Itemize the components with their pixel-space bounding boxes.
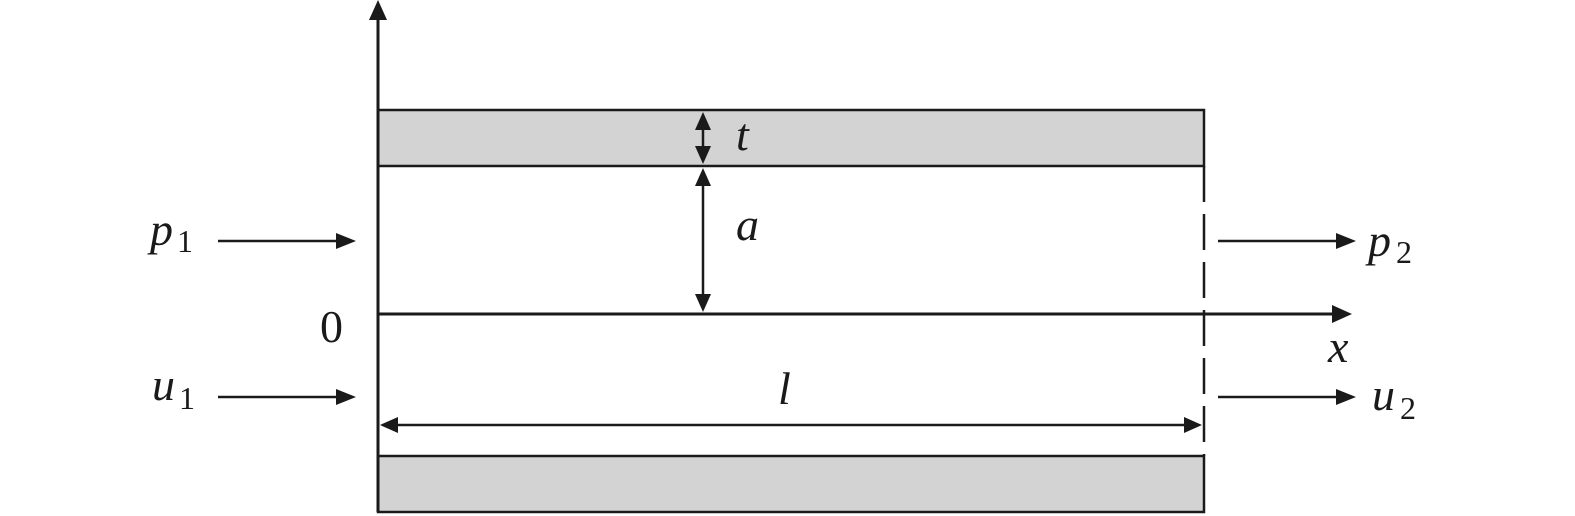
outlet-pressure-label: p xyxy=(1365,215,1391,266)
vertical-axis-arrowhead xyxy=(369,0,387,20)
thickness-arrowhead-top xyxy=(695,112,711,130)
origin-label: 0 xyxy=(320,301,343,352)
lower-wall xyxy=(376,454,1206,514)
thickness-label: t xyxy=(736,109,750,160)
thickness-arrowhead-bottom xyxy=(695,146,711,164)
half-height-arrowhead-bottom xyxy=(695,294,711,312)
upper-wall xyxy=(376,108,1206,168)
inlet-velocity-label: u xyxy=(152,359,175,410)
inlet-pressure-subscript: 1 xyxy=(177,223,193,259)
outlet-pressure-subscript: 2 xyxy=(1396,234,1412,270)
outlet-velocity-subscript: 2 xyxy=(1400,390,1416,426)
outlet-pressure-symbol: p xyxy=(1365,215,1391,266)
length-arrowhead-right xyxy=(1184,417,1202,433)
outlet-pressure-arrowhead xyxy=(1336,233,1356,249)
x-axis-arrowhead xyxy=(1332,305,1352,323)
half-height-arrowhead-top xyxy=(695,168,711,186)
inlet-pressure-symbol: p xyxy=(147,204,173,255)
outlet-velocity-arrowhead xyxy=(1336,389,1356,405)
inlet-velocity-arrowhead xyxy=(336,389,356,405)
x-axis-label: x xyxy=(1327,321,1349,372)
inlet-pressure-label: p xyxy=(147,204,173,255)
length-label: l xyxy=(778,363,791,414)
inlet-velocity-symbol: u xyxy=(152,359,175,410)
inlet-velocity-subscript: 1 xyxy=(179,380,195,416)
outlet-velocity-symbol: u xyxy=(1372,369,1395,420)
half-height-label: a xyxy=(736,199,759,250)
inlet-pressure-arrowhead xyxy=(336,233,356,249)
length-arrowhead-left xyxy=(380,417,398,433)
outlet-velocity-label: u xyxy=(1372,369,1395,420)
